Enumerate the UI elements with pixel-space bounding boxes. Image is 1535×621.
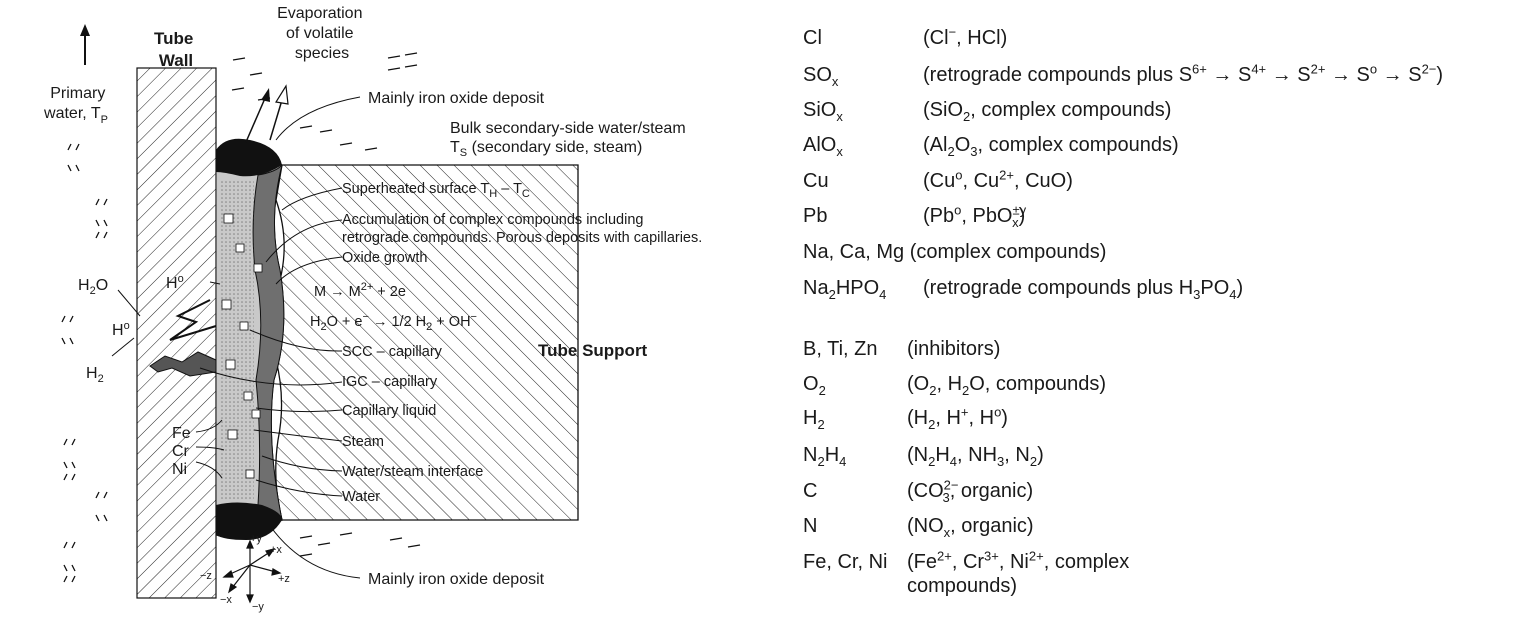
reaction-2: H2O + e− → 1/2 H2 + OH−	[310, 311, 477, 333]
superheated-label: Superheated surface TH – TC	[342, 181, 530, 200]
capillary-liquid-label: Capillary liquid	[342, 403, 436, 419]
axis-minus-x: −x	[220, 594, 232, 606]
water-label: Water	[342, 489, 380, 505]
h0-label-b: Ho	[112, 320, 130, 339]
deposit-top-label: Mainly iron oxide deposit	[368, 90, 545, 107]
igc-label: IGC – capillary	[342, 374, 438, 390]
primary-water-waves	[61, 143, 108, 583]
primary-water-label: Primary water, TP	[43, 85, 110, 126]
crevice-diagram: Tube Wall Primary water, TP Evaporation …	[43, 5, 702, 613]
bottom-deposit	[216, 502, 282, 540]
axis-plus-z: +z	[278, 573, 290, 585]
cr-label: Cr	[172, 443, 190, 460]
h2-label: H2	[86, 365, 104, 385]
tube-support-label: Tube Support	[538, 341, 648, 360]
tube-wall	[136, 67, 217, 599]
h0-label-a: Ho	[166, 273, 184, 292]
axis-plus-x: +x	[270, 544, 282, 556]
axis-minus-y: −y	[252, 601, 264, 613]
fe-label: Fe	[172, 425, 191, 442]
scc-label: SCC – capillary	[342, 344, 443, 360]
bulk-secondary-label: Bulk secondary-side water/steam TS (seco…	[450, 120, 690, 159]
tube-wall-label: Tube Wall	[154, 29, 198, 70]
reaction-1: M → M2+ + 2e	[314, 281, 406, 300]
deposit-bottom-label: Mainly iron oxide deposit	[368, 571, 545, 588]
ni-label: Ni	[172, 461, 187, 478]
crack	[149, 351, 217, 377]
evaporation-label: Evaporation of volatile species	[277, 5, 367, 62]
interface-label: Water/steam interface	[342, 464, 483, 480]
coordinate-axes	[222, 539, 282, 604]
top-deposit	[216, 138, 282, 177]
steam-label: Steam	[342, 434, 384, 450]
accumulation-label: Accumulation of complex compounds includ…	[342, 212, 702, 246]
h2o-label: H2O	[78, 277, 108, 297]
axis-minus-z: −z	[200, 570, 212, 582]
axis-plus-y: +y	[250, 533, 262, 545]
secondary-side-dashes	[231, 52, 421, 557]
oxide-growth-label: Oxide growth	[342, 250, 427, 266]
